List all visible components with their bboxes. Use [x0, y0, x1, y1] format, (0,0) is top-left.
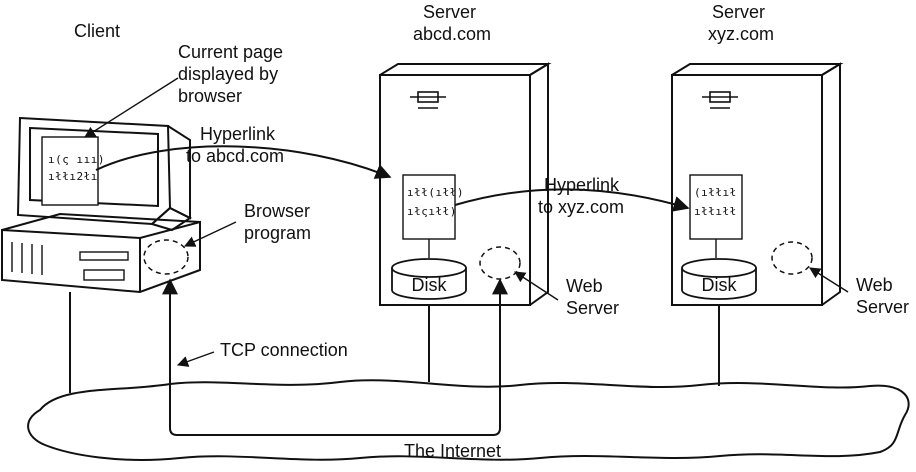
hyperlink-xyz-label: Hyperlink to xyz.com	[538, 175, 624, 217]
svg-text:(ıłłıł: (ıłłıł	[694, 186, 737, 199]
hyperlink-xyz-arrow	[454, 188, 690, 212]
client-computer: ı(ς ııı) ıłłı2łı	[1, 116, 201, 294]
hyperlink-abcd-arrow	[95, 145, 392, 179]
server-vent-icon	[702, 91, 738, 109]
tcp-connection-leader	[176, 351, 215, 367]
server-xyz-title: Server xyz.com	[708, 2, 774, 44]
client-label: Client	[74, 21, 120, 41]
server-xyz-page	[689, 174, 743, 240]
svg-text:ı(ς ııı): ı(ς ııı)	[48, 153, 105, 166]
browser-program-oval	[143, 239, 189, 275]
web-server1-label: Web Server	[566, 276, 619, 318]
web-server-oval	[771, 241, 813, 275]
web-server2-leader	[809, 267, 849, 293]
disk-icon	[681, 258, 757, 300]
server-abcd-page	[402, 174, 456, 240]
svg-text:ıłłıłł: ıłłıłł	[694, 205, 737, 218]
svg-text:ıłł(ıłł): ıłł(ıłł)	[407, 186, 464, 199]
server-xyz: (ıłłıł ıłłıłł	[671, 62, 844, 306]
current-page-leader	[84, 77, 179, 138]
disk-label: Disk	[412, 275, 448, 295]
internet-cloud	[27, 379, 910, 461]
svg-text:ıłłı2łı: ıłłı2łı	[48, 170, 98, 183]
current-page-document	[41, 136, 99, 206]
svg-text:ıłςıłł): ıłςıłł)	[407, 205, 457, 218]
web-server2-label: Web Server	[856, 275, 909, 317]
tcp-connection-label: TCP connection	[220, 340, 348, 360]
server-abcd-title: Server abcd.com	[413, 2, 491, 44]
browser-program-label: Browser program	[244, 201, 315, 243]
hyperlink-abcd-label: Hyperlink to abcd.com	[186, 124, 284, 166]
disk-label: Disk	[702, 275, 738, 295]
web-server1-leader	[514, 271, 559, 301]
server-vent-icon	[410, 91, 446, 109]
internet-label: The Internet	[404, 441, 501, 461]
server-abcd: ıłł(ıłł) ıłςıłł)	[379, 62, 552, 306]
tcp-connection-path	[162, 278, 508, 436]
current-page-label: Current page displayed by browser	[178, 42, 288, 106]
browser-program-leader	[183, 221, 237, 247]
